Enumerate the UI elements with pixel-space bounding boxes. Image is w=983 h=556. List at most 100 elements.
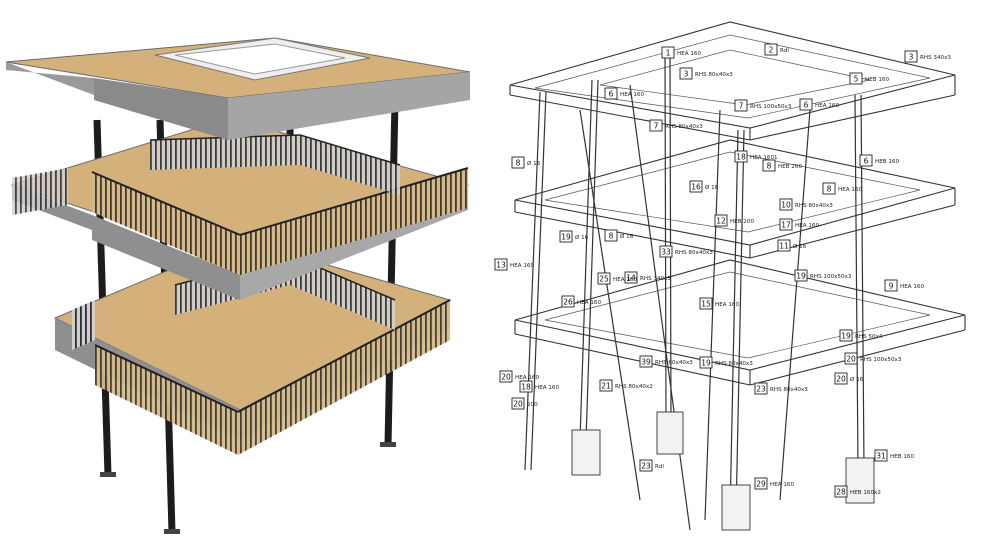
- member-number: 8: [767, 162, 772, 171]
- member-label: 23 RHS 80x40x3: [754, 382, 808, 395]
- member-label: 7 RHS 100x50x3: [734, 99, 792, 112]
- member-number: 2: [769, 46, 774, 55]
- member-label: 12 HEB 200: [714, 214, 754, 227]
- member-spec: RHS 100x50x3: [810, 274, 852, 280]
- member-label: 8 Ø 16: [511, 156, 541, 169]
- member-spec: Ø 16: [527, 160, 541, 167]
- member-spec: HEA 160: [838, 187, 862, 193]
- member-number: 39: [641, 358, 651, 367]
- member-spec: RHS 80x40x3: [795, 203, 833, 209]
- member-number: 1: [666, 49, 671, 58]
- member-number: 6: [609, 90, 614, 99]
- member-number: 18: [736, 153, 746, 162]
- member-number: 29: [756, 480, 766, 489]
- member-spec: HEB 160: [890, 454, 914, 460]
- member-spec: HEB 160: [865, 77, 889, 83]
- member-number: 16: [691, 183, 701, 192]
- member-spec: HEA 160: [900, 284, 924, 290]
- member-number: 3: [684, 70, 689, 79]
- member-number: 23: [641, 462, 651, 471]
- member-spec: HEB 200: [730, 219, 754, 225]
- member-spec: RHS 100x50x3: [750, 104, 792, 110]
- member-label: 2 Rdl: [764, 43, 789, 56]
- member-spec: Ø 16: [575, 234, 589, 241]
- member-number: 11: [779, 242, 789, 251]
- member-spec: RHS 100x50x3: [860, 357, 902, 363]
- member-number: 6: [864, 157, 869, 166]
- member-number: 14: [626, 274, 636, 283]
- member-spec: HEA 160: [510, 263, 534, 269]
- roof: [5, 37, 471, 140]
- member-number: 19: [561, 233, 571, 242]
- member-spec: RHS 50x4: [855, 334, 883, 340]
- member-spec: HEA 160: [535, 385, 559, 391]
- member-number: 13: [496, 261, 506, 270]
- member-number: 19: [796, 272, 806, 281]
- member-label: 29 HEA 160: [754, 477, 794, 490]
- member-spec: HEB 160: [875, 159, 899, 165]
- member-number: 19: [841, 332, 851, 341]
- member-label: 19 RHS 50x4: [839, 329, 883, 342]
- member-spec: HEA 160: [577, 300, 601, 306]
- member-number: 9: [889, 282, 894, 291]
- member-label: 20 Ø 16: [834, 372, 864, 385]
- member-spec: HEA 160: [677, 51, 701, 57]
- member-number: 5: [854, 75, 859, 84]
- member-number: 20: [836, 375, 846, 384]
- member-number: 19: [701, 359, 711, 368]
- member-number: 20: [513, 400, 523, 409]
- member-number: 33: [661, 248, 671, 257]
- member-number: 3: [909, 53, 914, 62]
- member-number: 23: [756, 385, 766, 394]
- member-number: 8: [516, 159, 521, 168]
- member-spec: Rdl: [780, 48, 789, 54]
- member-label: 8 HEA 160: [822, 182, 862, 195]
- member-label: 8 HEB 200: [762, 159, 802, 172]
- member-label: 19 RHS 100x50x3: [794, 269, 852, 282]
- member-spec: RHS 80x40x3: [770, 387, 808, 393]
- member-number: 21: [601, 382, 611, 391]
- column-baseplates: [100, 442, 396, 534]
- footings: [571, 411, 875, 531]
- member-number: 17: [781, 221, 791, 230]
- member-number: 12: [716, 217, 726, 226]
- member-spec: HEA 160: [815, 103, 839, 109]
- member-spec: HEB 200: [778, 164, 802, 170]
- member-number: 8: [827, 185, 832, 194]
- member-spec: RHS 340x3: [640, 276, 671, 282]
- member-label: 6 HEB 160: [859, 154, 899, 167]
- member-spec: HEA 160: [795, 223, 819, 229]
- member-number: 7: [739, 102, 744, 111]
- member-number: 6: [804, 101, 809, 110]
- middle-floor: [10, 117, 470, 300]
- member-label: 18 HEA 160: [519, 380, 559, 393]
- member-label: 17 HEA 160: [779, 218, 819, 231]
- member-spec: Ø 16: [850, 376, 864, 383]
- member-number: 15: [701, 300, 711, 309]
- member-number: 18: [521, 383, 531, 392]
- member-spec: HEA 160: [770, 482, 794, 488]
- render-view: [0, 0, 480, 556]
- frame-levels: [509, 21, 966, 386]
- member-spec: RHS 80x40x3: [695, 72, 733, 78]
